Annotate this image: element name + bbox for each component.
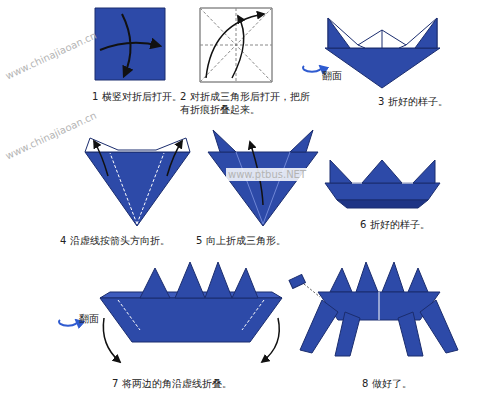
flip-label: 翻面 (79, 312, 99, 325)
step-caption: 8 做好了。 (362, 377, 412, 390)
watermark: www.chinajiaoan.cn (3, 29, 98, 83)
step-caption: 6 折好的样子。 (360, 218, 430, 231)
step-caption: 7 将两边的角沿虚线折叠。 (112, 377, 232, 390)
watermark: www.ptbus.NET (226, 168, 308, 181)
step-caption: 1 横竖对折后打开。 (92, 90, 182, 103)
step-caption: 3 折好的样子。 (378, 95, 448, 108)
step-caption: 5 向上折成三角形。 (196, 234, 286, 247)
step-caption: 2 对折成三角形后打开，把所有折痕折叠起来。 (180, 90, 312, 116)
flip-label: 翻面 (322, 69, 342, 82)
watermark: www.chinajiaoan.cn (3, 109, 98, 163)
step-caption: 4 沿虚线按箭头方向折。 (60, 234, 170, 247)
